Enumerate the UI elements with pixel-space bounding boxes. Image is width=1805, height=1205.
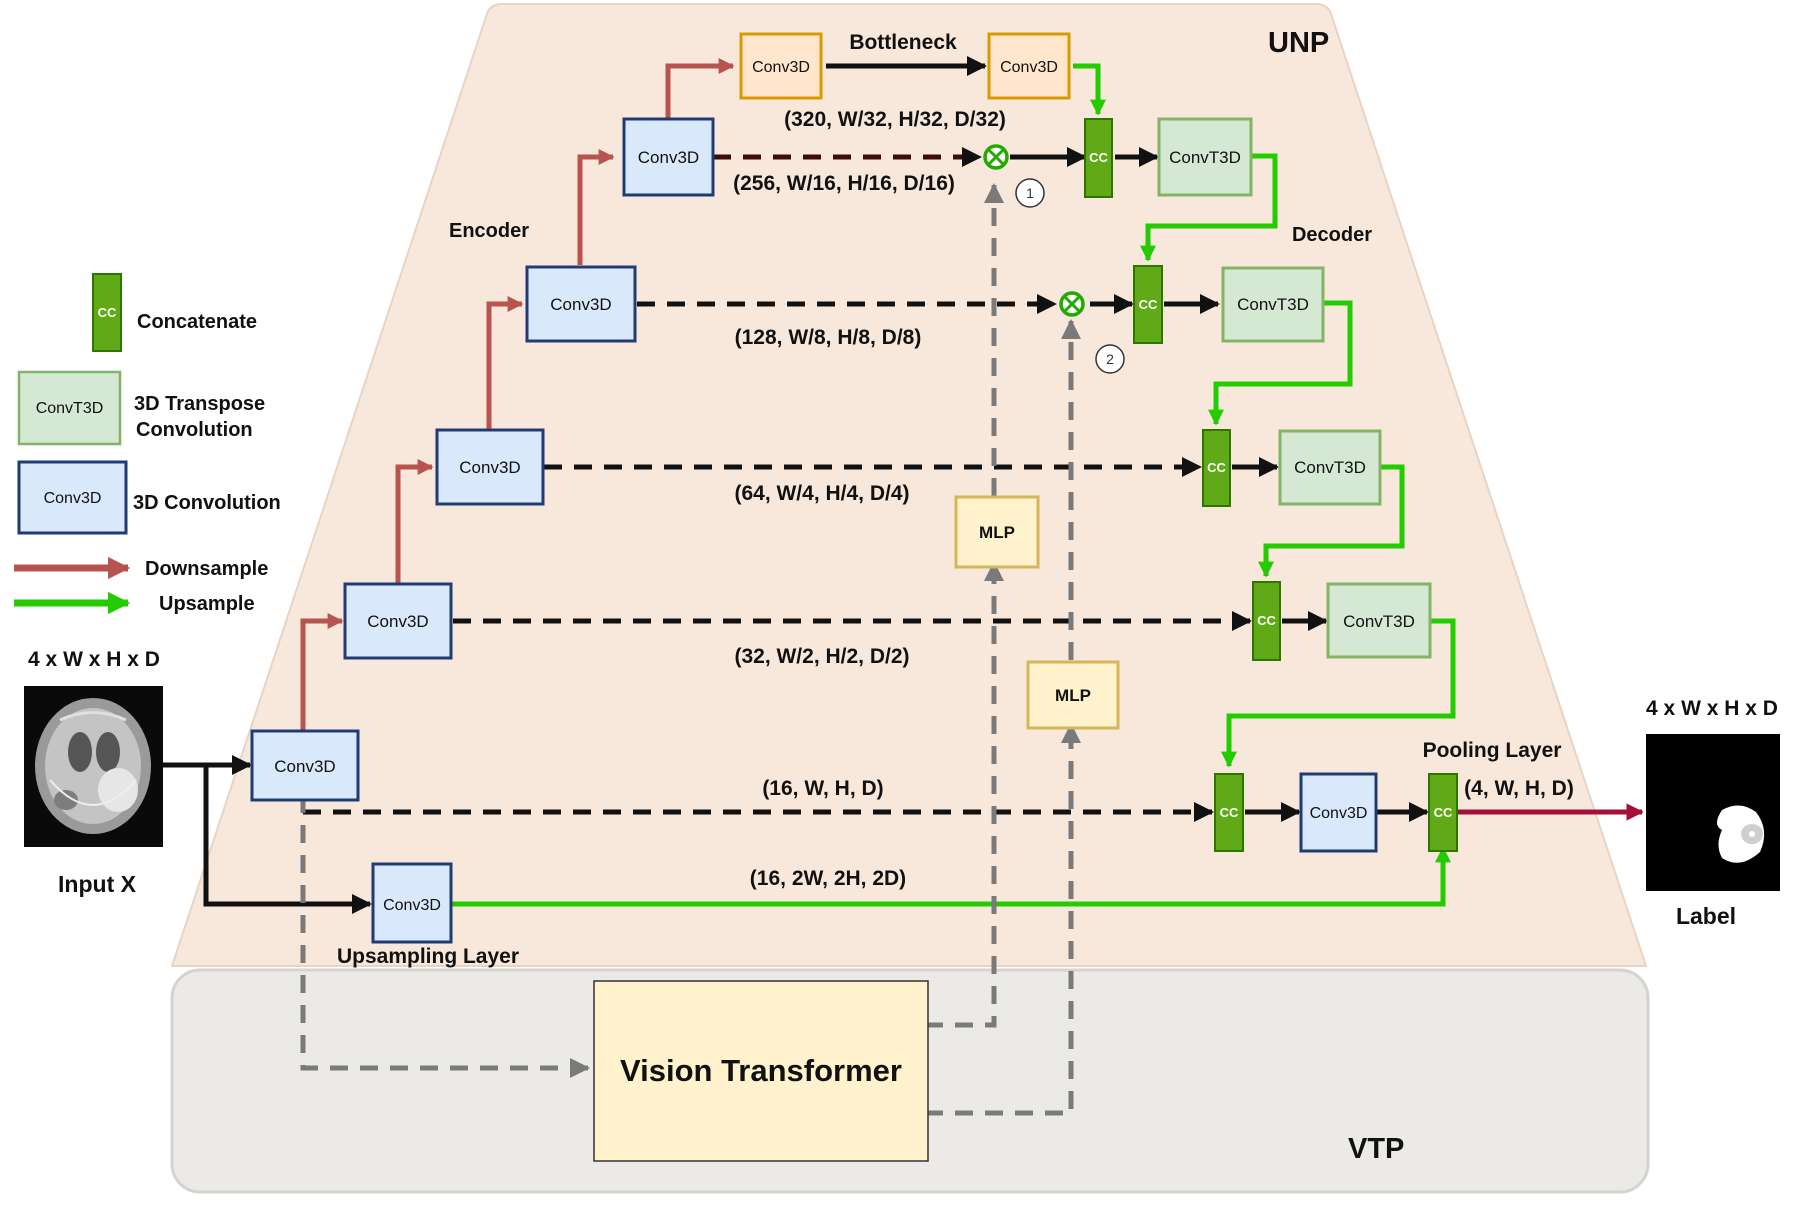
shape-128: (128, W/8, H/8, D/8) <box>735 326 922 349</box>
legend-convt-icon-text: ConvT3D <box>36 400 104 417</box>
output-dims: 4 x W x H x D <box>1646 697 1778 720</box>
marker-2-text: 2 <box>1106 351 1114 367</box>
vision-transformer-label: Vision Transformer <box>620 1053 902 1088</box>
encoder-conv-3: Conv3D <box>435 428 545 506</box>
marker-1: 1 <box>1015 178 1045 208</box>
legend-conv-icon-text: Conv3D <box>44 490 102 507</box>
cc-block-1-label: CC <box>1089 150 1108 165</box>
unp-label: UNP <box>1268 27 1329 59</box>
shape-16: (16, W, H, D) <box>762 777 883 800</box>
decoder-convt-4-label: ConvT3D <box>1343 612 1415 631</box>
upsampling-layer-label: Upsampling Layer <box>337 945 519 968</box>
legend-conv-icon <box>17 460 128 535</box>
legend-cc-icon <box>92 273 122 352</box>
cc-block-4: CC <box>1252 581 1281 661</box>
fusion-node-2 <box>1059 291 1085 317</box>
skip-connections <box>303 147 1252 822</box>
legend-concatenate: Concatenate <box>137 311 257 333</box>
marker-1-text: 1 <box>1026 185 1034 201</box>
input-caption: Input X <box>58 871 137 897</box>
decoder-convt-2: ConvT3D <box>1221 266 1325 343</box>
legend-convt-icon <box>17 370 122 446</box>
legend-transpose: 3D Transpose Convolution <box>134 393 271 441</box>
shape-256: (256, W/16, H/16, D/16) <box>733 172 955 195</box>
upsampling-conv-label: Conv3D <box>383 897 441 914</box>
upsampling-conv: Conv3D <box>371 862 453 944</box>
encoder-conv-2: Conv3D <box>343 582 453 660</box>
cc-block-4-label: CC <box>1257 613 1276 628</box>
decoder-convt-2-label: ConvT3D <box>1237 295 1309 314</box>
shape-64: (64, W/4, H/4, D/4) <box>734 482 909 505</box>
decoder-convt-1: ConvT3D <box>1157 117 1253 197</box>
legend-transpose-line1: 3D Transpose <box>134 393 265 415</box>
final-conv: Conv3D <box>1299 772 1378 853</box>
solid-connectors <box>163 56 1429 914</box>
legend-downsample: Downsample <box>145 558 268 580</box>
encoder-label: Encoder <box>449 220 529 242</box>
mlp-1-label: MLP <box>979 523 1015 542</box>
vision-transformer: Vision Transformer <box>593 980 929 1162</box>
decoder-label: Decoder <box>1292 224 1372 246</box>
input-image <box>24 686 163 847</box>
bottleneck-conv-2-label: Conv3D <box>1000 59 1058 76</box>
vit-path <box>300 183 1081 1116</box>
output-image <box>1646 734 1780 891</box>
encoder-conv-5: Conv3D <box>622 117 715 197</box>
encoder-path <box>300 57 735 731</box>
decoder-convt-4: ConvT3D <box>1326 582 1432 659</box>
encoder-conv-4-label: Conv3D <box>550 295 611 314</box>
mlp-2: MLP <box>1026 660 1120 730</box>
bottleneck-conv-2: Conv3D <box>987 32 1071 100</box>
unp-region <box>170 3 1648 967</box>
cc-block-pool: CC <box>1428 773 1458 852</box>
marker-2: 2 <box>1095 344 1125 374</box>
decoder-convt-1-label: ConvT3D <box>1169 148 1241 167</box>
encoder-conv-4: Conv3D <box>525 265 637 343</box>
shape-up: (16, 2W, 2H, 2D) <box>750 867 906 890</box>
encoder-conv-1-label: Conv3D <box>274 757 335 776</box>
decoder-convt-3-label: ConvT3D <box>1294 458 1366 477</box>
bottleneck-label: Bottleneck <box>849 31 957 54</box>
encoder-conv-2-label: Conv3D <box>367 612 428 631</box>
encoder-conv-5-label: Conv3D <box>638 148 699 167</box>
final-conv-label: Conv3D <box>1310 805 1368 822</box>
decoder-path <box>452 63 1456 907</box>
bottleneck-conv-1-label: Conv3D <box>752 59 810 76</box>
legend-upsample: Upsample <box>159 593 255 615</box>
legend-cc-icon-text: CC <box>98 305 117 320</box>
pooling-layer-label: Pooling Layer <box>1423 739 1562 762</box>
legend: CC Concatenate ConvT3D 3D Transpose Conv… <box>14 273 281 615</box>
encoder-conv-3-label: Conv3D <box>459 458 520 477</box>
legend-convolution: 3D Convolution <box>133 492 281 514</box>
encoder-conv-1: Conv3D <box>250 729 360 802</box>
cc-block-pool-label: CC <box>1434 805 1453 820</box>
shape-pool: (4, W, H, D) <box>1464 777 1574 800</box>
input-dims: 4 x W x H x D <box>28 648 160 671</box>
mlp-2-label: MLP <box>1055 686 1091 705</box>
fusion-node-1 <box>983 144 1009 170</box>
cc-block-3: CC <box>1202 429 1231 507</box>
legend-transpose-line2: Convolution <box>136 419 253 441</box>
output-caption: Label <box>1676 903 1736 929</box>
cc-block-5-label: CC <box>1220 805 1239 820</box>
cc-block-3-label: CC <box>1207 460 1226 475</box>
cc-block-5: CC <box>1214 773 1244 852</box>
decoder-convt-3: ConvT3D <box>1278 429 1382 506</box>
vtp-label: VTP <box>1348 1133 1404 1165</box>
cc-block-2: CC <box>1133 265 1163 344</box>
mlp-1: MLP <box>954 495 1040 569</box>
cc-block-1: CC <box>1084 118 1113 198</box>
cc-block-2-label: CC <box>1139 297 1158 312</box>
bottleneck-conv-1: Conv3D <box>739 32 823 100</box>
shape-32: (32, W/2, H/2, D/2) <box>734 645 909 668</box>
shape-320: (320, W/32, H/32, D/32) <box>784 108 1006 131</box>
